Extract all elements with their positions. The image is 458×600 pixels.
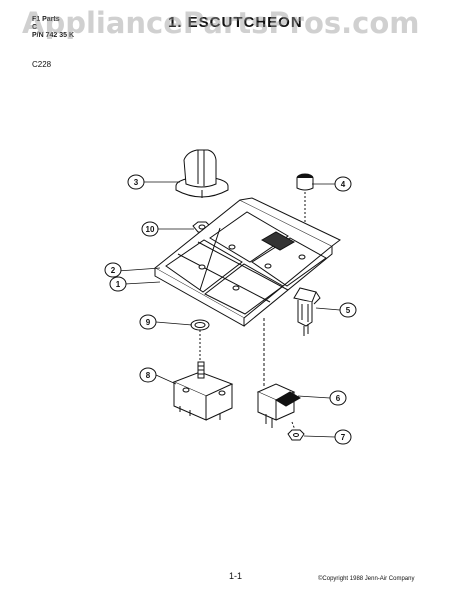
leader-lines bbox=[117, 181, 341, 438]
indicator-switch-part bbox=[256, 318, 301, 428]
copyright-notice: ©Copyright 1988 Jenn-Air Company bbox=[318, 576, 415, 582]
callout-3: 3 bbox=[134, 178, 139, 187]
callout-7: 7 bbox=[341, 433, 346, 442]
small-nut-part bbox=[287, 421, 305, 441]
header-line-1: F1 Parts bbox=[32, 16, 60, 23]
callout-10: 10 bbox=[146, 225, 155, 234]
callout-6: 6 bbox=[336, 394, 341, 403]
callout-5: 5 bbox=[346, 306, 351, 315]
callout-circles bbox=[104, 174, 357, 445]
callout-4: 4 bbox=[341, 180, 346, 189]
callout-1: 1 bbox=[116, 280, 121, 289]
page-title: 1. ESCUTCHEON bbox=[168, 14, 303, 31]
escutcheon-panel bbox=[154, 197, 341, 327]
infinite-switch-part bbox=[172, 361, 234, 421]
watermark: AppliancePartsPros.com bbox=[22, 6, 420, 40]
header-part-number: P/N 742 35 K bbox=[32, 32, 75, 39]
model-number: C228 bbox=[32, 60, 52, 69]
page-number: 1-1 bbox=[229, 571, 243, 581]
o-ring-part bbox=[190, 319, 210, 368]
callout-9: 9 bbox=[146, 318, 151, 327]
bracket-clip-part bbox=[293, 287, 321, 336]
header-line-2: C bbox=[32, 24, 38, 31]
callout-2: 2 bbox=[111, 266, 116, 275]
knob-part bbox=[175, 149, 229, 198]
callout-8: 8 bbox=[146, 371, 151, 380]
